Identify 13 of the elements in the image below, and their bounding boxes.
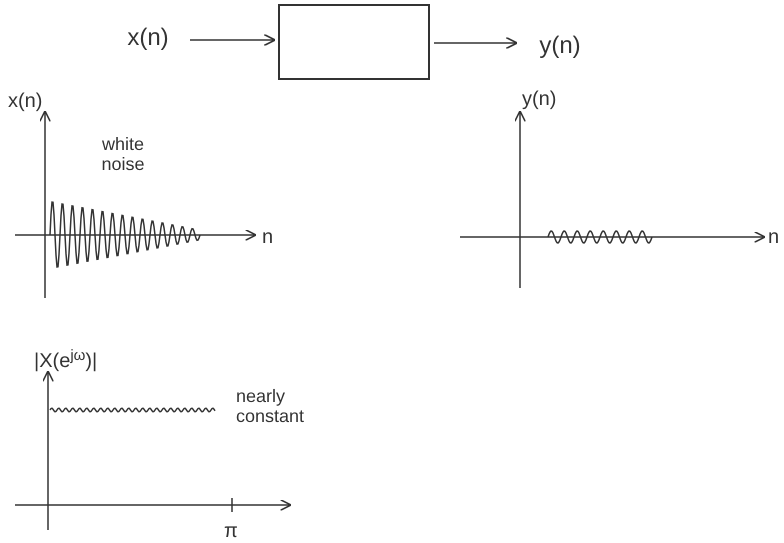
arrow — [190, 34, 276, 46]
plot-label: n — [262, 225, 274, 250]
plot-label: y(n) — [522, 87, 558, 112]
plot-label: x(n) — [8, 89, 44, 114]
arrow — [434, 36, 518, 50]
plot-label: n — [768, 225, 780, 250]
plot-label: |X(e$^{jω}$)| — [34, 346, 98, 374]
signal-label: y(n) — [520, 26, 600, 66]
signal-label: x(n) — [110, 18, 186, 58]
plot-label: π — [224, 519, 239, 543]
system-box — [278, 4, 430, 80]
plot-label: white noise — [100, 134, 146, 174]
plot-label: nearly constant — [236, 386, 306, 426]
